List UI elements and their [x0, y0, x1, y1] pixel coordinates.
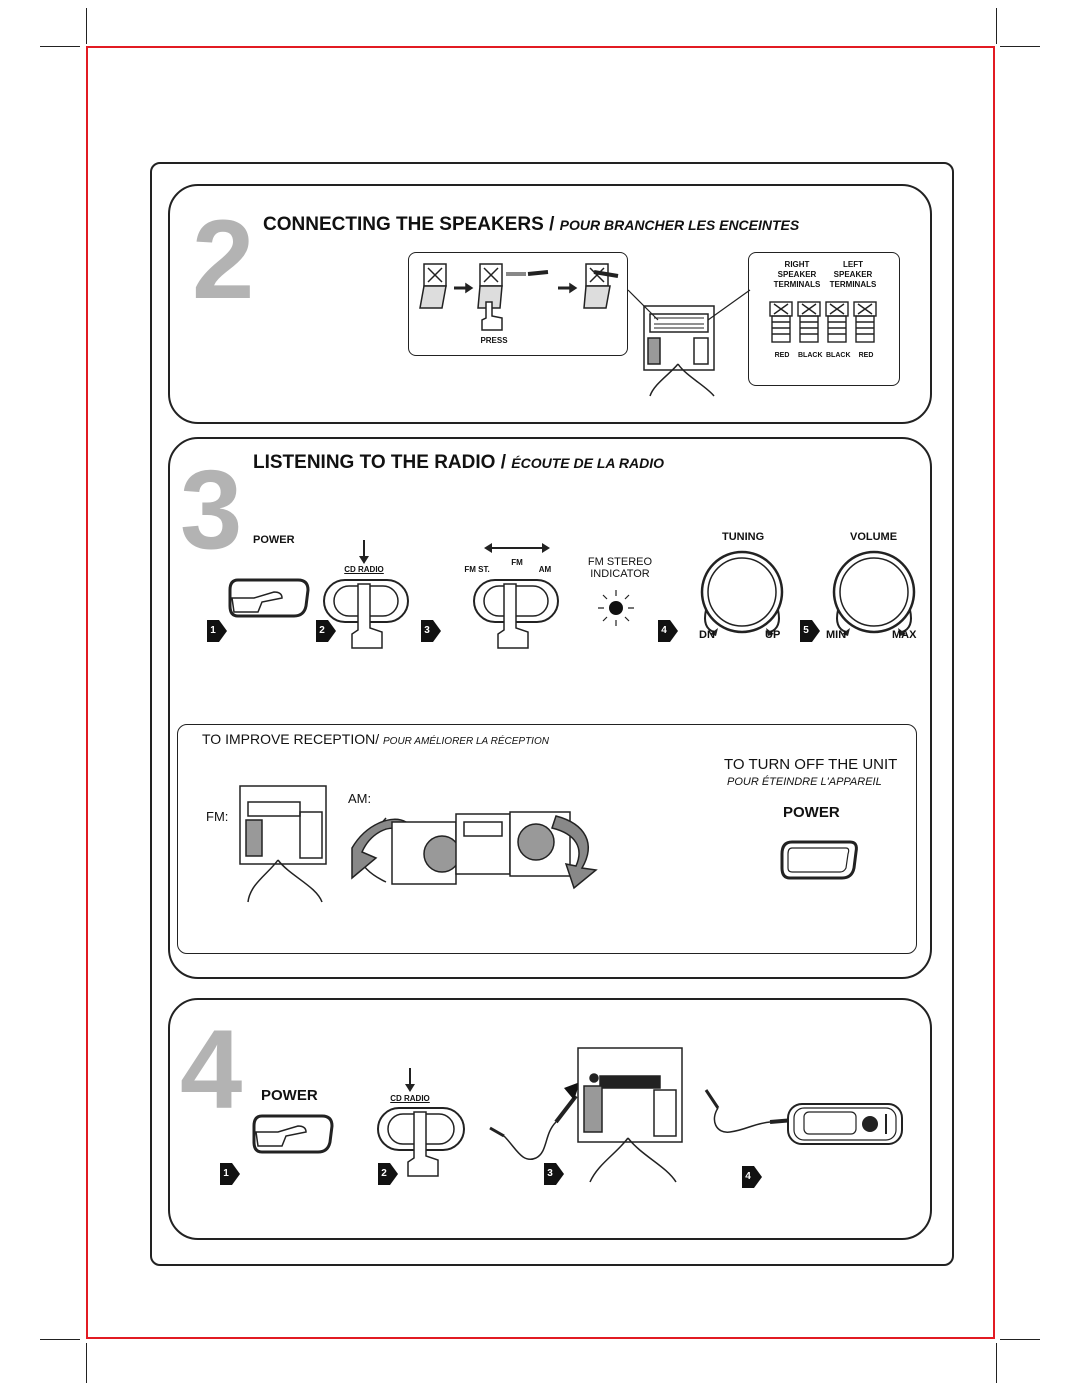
section-number: 4: [180, 1007, 242, 1132]
portable-player-icon: [787, 1103, 903, 1145]
crop-mark: [40, 1339, 80, 1340]
step-number: 2: [381, 1168, 387, 1179]
step-number: 3: [547, 1168, 553, 1179]
crop-mark: [86, 1343, 87, 1383]
step-badge-icon: [378, 1163, 398, 1185]
fm-antenna-label: FM:: [206, 809, 229, 824]
step-number: 4: [661, 625, 667, 636]
tuning-down-label: DN: [699, 629, 715, 641]
title-fr: POUR BRANCHER LES ENCEINTES: [559, 217, 800, 233]
turn-off-title-fr: POUR ÉTEINDRE L'APPAREIL: [727, 776, 882, 788]
step-badge-icon: [544, 1163, 564, 1185]
terminal-color-label: RED: [858, 352, 874, 359]
speaker-terminals-icon: [769, 301, 877, 343]
volume-label: VOLUME: [850, 531, 898, 543]
instruction-frame: [150, 162, 954, 1266]
section-title: CONNECTING THE SPEAKERS / POUR BRANCHER …: [263, 214, 800, 235]
step-number: 1: [223, 1168, 229, 1179]
power-button-icon: [252, 1114, 334, 1154]
fm-st-label: FM ST.: [464, 565, 490, 574]
step-badge-icon: [421, 620, 441, 642]
double-arrow-icon: [484, 543, 550, 553]
step-number: 3: [424, 625, 430, 636]
step-badge-icon: [742, 1166, 762, 1188]
down-arrow-icon: [359, 540, 369, 564]
power-label: POWER: [261, 1087, 318, 1104]
step-badge-icon: [658, 620, 678, 642]
indicator-light-icon: [598, 590, 634, 626]
pressing-hand-icon: [481, 301, 503, 331]
step-badge-icon: [316, 620, 336, 642]
slide-switch-icon: [323, 579, 409, 649]
turn-off-title: TO TURN OFF THE UNIT: [724, 756, 898, 773]
trim-border: [86, 46, 995, 1339]
audio-cable-icon: [489, 1082, 580, 1161]
turn-off-power-label: POWER: [783, 804, 840, 821]
reception-panel: [177, 724, 917, 954]
tuning-knob-icon: [700, 550, 784, 636]
power-button-icon: [780, 840, 858, 880]
terminal-color-label: RED: [774, 352, 790, 359]
section-number: 3: [180, 447, 242, 572]
unit-rear-view-icon: [643, 305, 715, 397]
crop-mark: [1000, 1339, 1040, 1340]
step-badge-icon: [207, 620, 227, 642]
title-fr: ÉCOUTE DE LA RADIO: [511, 455, 664, 471]
am-label: AM: [538, 565, 552, 574]
left-terminals-label: LEFT SPEAKER TERMINALS: [829, 260, 877, 289]
section-listening-radio: [168, 437, 932, 979]
reception-title-fr: POUR AMÉLIORER LA RÉCEPTION: [383, 736, 549, 747]
power-label: POWER: [253, 534, 295, 546]
press-steps-box: [408, 252, 628, 356]
step-number: 1: [210, 625, 216, 636]
volume-min-label: MIN: [826, 629, 847, 641]
step-number: 5: [803, 625, 809, 636]
down-arrow-icon: [405, 1068, 415, 1092]
crop-mark: [996, 8, 997, 44]
crop-mark: [1000, 46, 1040, 47]
fm-label: FM: [511, 558, 523, 567]
step-number: 2: [319, 625, 325, 636]
cd-radio-label: CD RADIO: [344, 565, 384, 574]
am-antenna-label: AM:: [348, 791, 372, 806]
press-label: PRESS: [480, 336, 508, 345]
terminal-color-label: BLACK: [798, 352, 823, 359]
section-step-4: [168, 998, 932, 1240]
stereo-system-rotate-icon: [351, 811, 598, 890]
step-badge-icon: [800, 620, 820, 642]
volume-max-label: MAX: [892, 629, 917, 641]
power-button-icon: [228, 578, 310, 618]
step-badge-icon: [220, 1163, 240, 1185]
section-connecting-speakers: [168, 184, 932, 424]
crop-mark: [86, 8, 87, 44]
speaker-terminals-box: [748, 252, 900, 386]
tuning-label: TUNING: [722, 531, 765, 543]
right-terminals-label: RIGHT SPEAKER TERMINALS: [773, 260, 821, 289]
terminal-color-label: BLACK: [826, 352, 851, 359]
section-number: 2: [192, 197, 254, 322]
unit-rear-aux-icon: [577, 1047, 683, 1183]
section-title: LISTENING TO THE RADIO / ÉCOUTE DE LA RA…: [253, 452, 664, 473]
terminal-clip-icon: [419, 263, 619, 309]
tuning-up-label: UP: [765, 629, 781, 641]
reception-title-en: TO IMPROVE RECEPTION: [202, 731, 376, 747]
unit-rear-antenna-icon: [239, 785, 327, 903]
volume-knob-icon: [832, 550, 916, 636]
title-en: CONNECTING THE SPEAKERS: [263, 214, 544, 235]
audio-cable-icon: [704, 1089, 795, 1133]
cd-radio-label: CD RADIO: [390, 1094, 430, 1103]
connector-line: [627, 289, 751, 321]
crop-mark: [996, 1343, 997, 1383]
band-switch-icon: [473, 579, 559, 649]
title-en: LISTENING TO THE RADIO: [253, 452, 496, 473]
step-number: 4: [745, 1171, 751, 1182]
reception-title: TO IMPROVE RECEPTION/ POUR AMÉLIORER LA …: [202, 731, 549, 747]
crop-mark: [40, 46, 80, 47]
slide-switch-icon: [377, 1107, 465, 1177]
fm-stereo-indicator-label: FM STEREO INDICATOR: [587, 556, 653, 580]
